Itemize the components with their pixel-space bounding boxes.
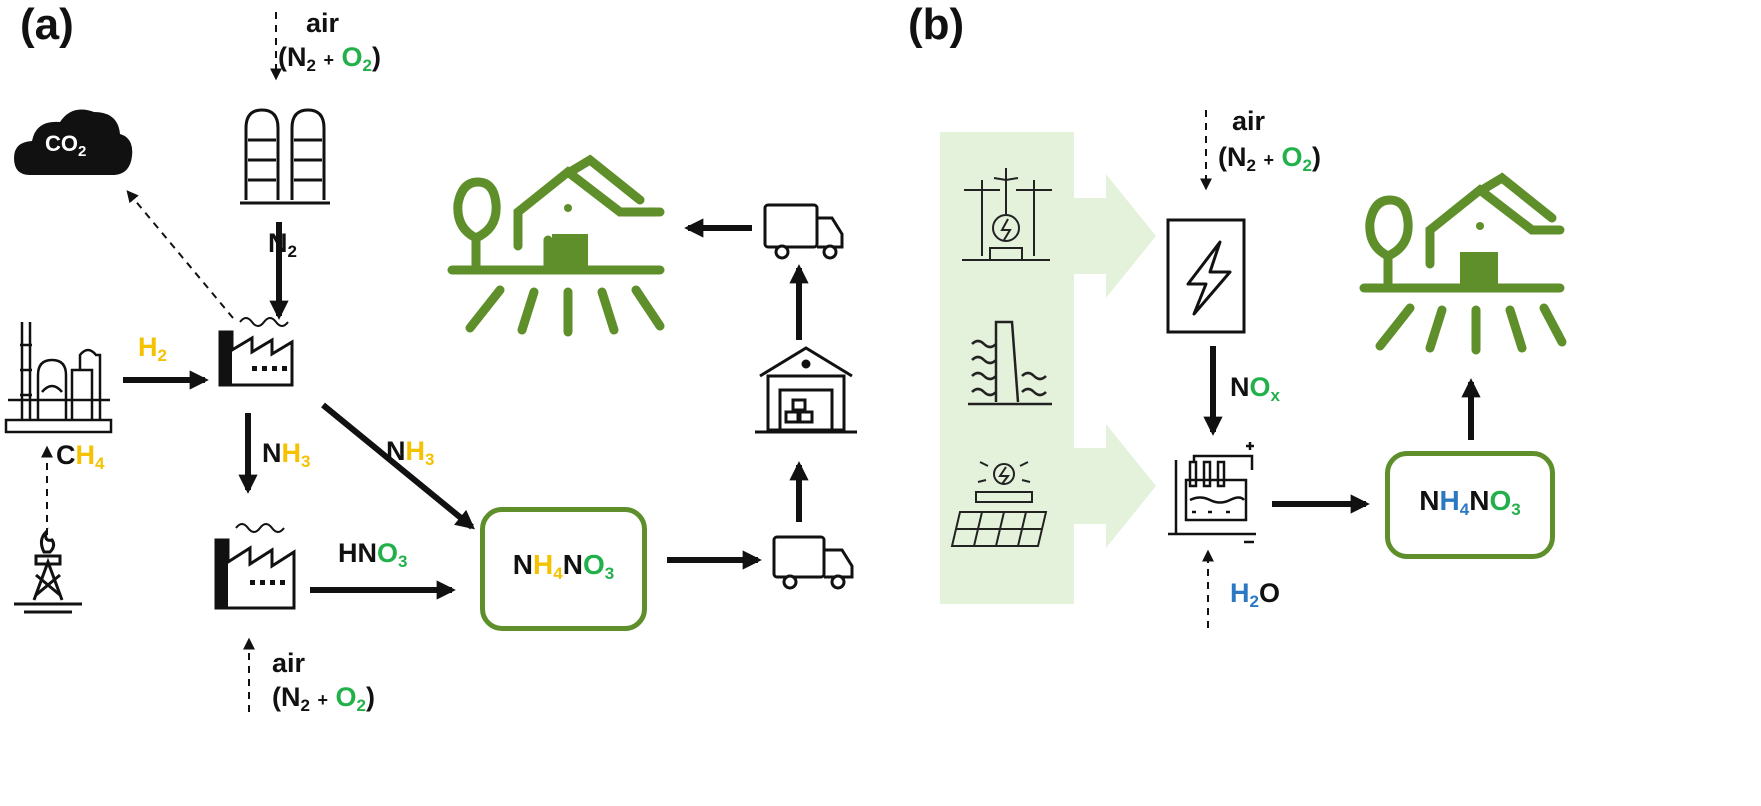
air-composition-b: (N2 + O2) [1218,142,1321,175]
lightning-box-icon [1166,218,1246,334]
air-composition-top: (N2 + O2) [278,42,381,75]
solar-panel-icon [950,461,1048,547]
panel-label-a: (a) [20,0,74,49]
farm-icon [447,154,665,337]
renewable-energy-band [940,132,1156,604]
n2-label: N2 [268,228,297,261]
co2-label: CO2 [45,131,87,160]
product-label-b: NH4NO3 [1419,484,1521,519]
air-composition-bottom: (N2 + O2) [272,682,375,715]
hno3-label: HNO3 [338,538,408,571]
wind-turbine-icon [962,168,1052,261]
air-label-bottom: air [272,648,306,678]
air-label-b: air [1232,106,1266,136]
truck-icon [772,535,854,590]
nh3-label-down: NH3 [262,438,311,471]
product-box-b: NH4NO3 [1385,451,1555,559]
nox-label: NOx [1230,372,1280,405]
electrolyzer-icon [1168,442,1256,544]
panel-label-b: (b) [908,0,965,49]
factory-icon [214,523,296,610]
gas-well-icon [14,527,82,614]
product-label-a: NH4NO3 [512,548,615,583]
farm-icon [1359,172,1567,355]
truck-icon [763,203,844,260]
product-box-a: NH4NO3 [480,507,647,631]
refinery-icon [4,322,113,434]
hydro-dam-icon [968,320,1052,406]
factory-icon [218,317,294,387]
air-separation-icon [240,108,330,205]
co2-emission-arrow [126,190,234,319]
nh3-label-diagonal: NH3 [386,436,435,469]
h2-label: H2 [138,332,167,365]
h2o-label: H2O [1230,578,1280,611]
nh3-diagonal-arrow [321,402,475,530]
ch4-label: CH4 [56,440,105,473]
cloud-co2-icon [14,109,133,175]
warehouse-icon [755,346,857,434]
air-label-top: air [306,8,340,38]
